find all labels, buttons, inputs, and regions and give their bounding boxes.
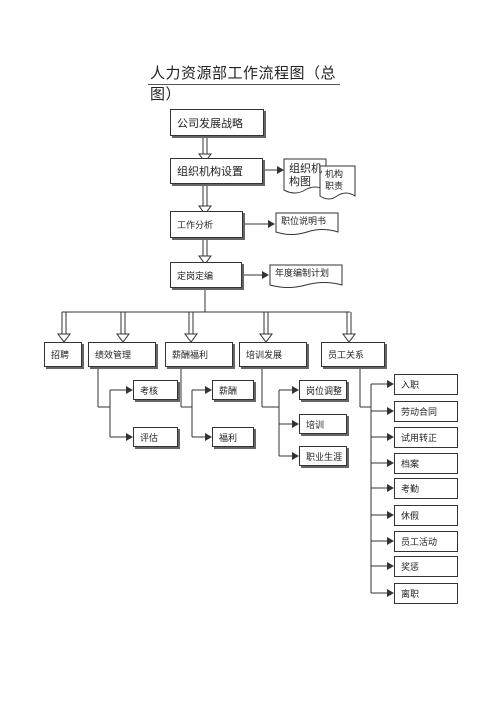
function-compensation: 薪酬福利: [165, 342, 233, 367]
title-underline: [148, 84, 340, 85]
annual-plan-doc-label: 年度编制计划: [275, 269, 330, 279]
relations-sub-labor-contract: 劳动合同: [394, 401, 458, 422]
function-relations: 员工关系: [321, 342, 385, 367]
relations-sub-activities: 员工活动: [394, 531, 458, 552]
strategy-box: 公司发展战略: [170, 109, 264, 136]
org-setup-box: 组织机构设置: [170, 158, 263, 184]
compensation-sub-welfare: 福利: [212, 427, 254, 447]
job-analysis-box: 工作分析: [170, 211, 243, 238]
job-description-doc: 职位说明书: [276, 213, 338, 231]
relations-sub-attendance: 考勤: [394, 478, 458, 499]
relations-sub-resignation: 离职: [394, 583, 458, 604]
staffing-box: 定岗定编: [170, 262, 242, 288]
relations-sub-rewards: 奖惩: [394, 556, 458, 577]
relations-sub-archive: 档案: [394, 453, 458, 474]
function-recruitment: 招聘: [44, 342, 82, 367]
relations-sub-probation: 试用转正: [394, 427, 458, 448]
performance-sub-evaluation: 评估: [133, 427, 178, 447]
relations-sub-onboarding: 入职: [394, 374, 458, 395]
org-chart-doc-label: 组织机构图: [289, 162, 322, 188]
page-title: 人力资源部工作流程图（总图）: [150, 64, 337, 103]
org-duties-doc-label: 机构职责: [325, 170, 344, 192]
function-training: 培训发展: [239, 342, 307, 367]
annual-plan-doc: 年度编制计划: [270, 265, 342, 283]
performance-sub-appraisal: 考核: [133, 380, 178, 400]
training-sub-job-rotation: 岗位调整: [299, 380, 347, 400]
job-description-doc-label: 职位说明书: [281, 217, 327, 227]
org-duties-doc: 机构职责: [320, 166, 355, 196]
org-chart-doc: 组织机构图: [284, 159, 326, 189]
training-sub-training: 培训: [299, 414, 347, 434]
compensation-sub-salary: 薪酬: [212, 380, 254, 400]
function-performance: 绩效管理: [88, 342, 156, 367]
relations-sub-leave: 休假: [394, 505, 458, 526]
training-sub-career: 职业生涯: [299, 446, 347, 466]
